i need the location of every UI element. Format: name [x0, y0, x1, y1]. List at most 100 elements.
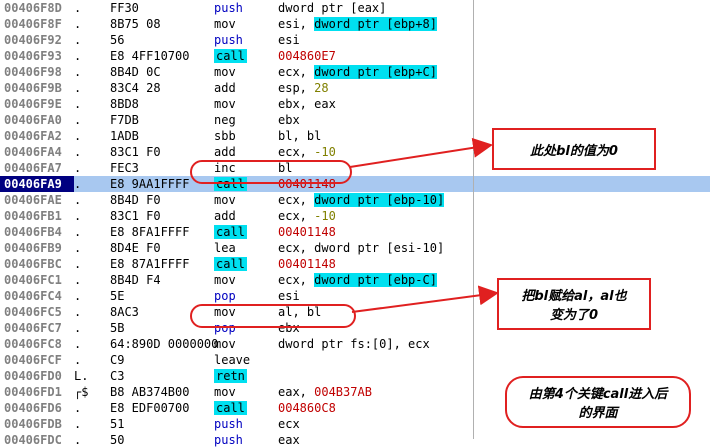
mnemonic-text: mov — [214, 65, 236, 79]
column-divider-ops — [473, 0, 474, 439]
mnemonic-cell: call — [214, 256, 274, 272]
mnemonic-text: lea — [214, 241, 236, 255]
operands-cell: dword ptr fs:[0], ecx — [278, 336, 698, 352]
mnemonic-cell: call — [214, 176, 274, 192]
operand-part: dword ptr fs:[0], ecx — [278, 337, 430, 351]
hexdump-cell: 8B4D F4 — [110, 273, 161, 287]
marker-cell: L. — [74, 369, 89, 383]
operands-cell: ebx, eax — [278, 96, 698, 112]
marker-cell: . — [74, 305, 82, 319]
mnemonic-cell: push — [214, 32, 274, 48]
operand-part: 004860C8 — [278, 401, 336, 415]
hexdump-cell: 83C1 F0 — [110, 145, 161, 159]
address-cell: 00406FA9 — [0, 176, 74, 192]
operand-part: bl, bl — [278, 129, 322, 143]
operand-part: dword ptr [ebp+C] — [314, 65, 437, 79]
marker-cell: . — [74, 145, 82, 159]
mnemonic-cell: call — [214, 224, 274, 240]
marker-cell: . — [74, 337, 82, 351]
operand-part: 00401148 — [278, 257, 336, 271]
mnemonic-cell: mov — [214, 96, 274, 112]
mnemonic-text: mov — [214, 305, 236, 319]
mnemonic-cell: inc — [214, 160, 274, 176]
marker-cell: . — [74, 113, 82, 127]
address-cell: 00406F8F — [4, 17, 62, 31]
annotation-bl-zero: 此处bl的值为0 — [492, 128, 656, 170]
address-cell: 00406FD1 — [4, 385, 62, 399]
mnemonic-text: mov — [214, 17, 236, 31]
operands-cell: al, bl — [278, 304, 698, 320]
address-cell: 00406FBC — [4, 257, 62, 271]
operand-part: ecx, — [278, 65, 315, 79]
address-cell: 00406F93 — [4, 49, 62, 63]
marker-cell: . — [74, 289, 82, 303]
marker-cell: . — [74, 257, 82, 271]
disasm-row[interactable]: 00406FBC. E8 87A1FFFF call 00401148 — [0, 256, 710, 272]
operand-part: -10 — [314, 209, 336, 223]
operands-cell: ecx, dword ptr [ebp+C] — [278, 64, 698, 80]
mnemonic-cell: pop — [214, 320, 274, 336]
operand-part: ecx, dword ptr [esi-10] — [278, 241, 445, 255]
marker-cell: . — [74, 401, 82, 415]
address-cell: 00406FA0 — [4, 113, 62, 127]
hexdump-cell: 5E — [110, 289, 125, 303]
address-cell: 00406FC8 — [4, 337, 62, 351]
address-cell: 00406F92 — [4, 33, 62, 47]
hexdump-cell: 83C4 28 — [110, 81, 161, 95]
mnemonic-text: call — [214, 177, 247, 191]
operands-cell: 00401148 — [278, 256, 698, 272]
marker-cell: . — [74, 33, 82, 47]
operand-part: eax — [278, 433, 300, 447]
operand-part: ecx, — [278, 193, 315, 207]
hexdump-cell: 8B4D 0C — [110, 65, 161, 79]
hexdump-cell: E8 87A1FFFF — [110, 257, 190, 271]
mnemonic-text: mov — [214, 337, 236, 351]
marker-cell: . — [74, 209, 82, 223]
hexdump-cell: F7DB — [110, 113, 139, 127]
hexdump-cell: E8 8FA1FFFF — [110, 225, 190, 239]
operands-cell: eax, 004B37AB — [278, 384, 698, 400]
address-cell: 00406FDB — [4, 417, 62, 431]
operand-part: -10 — [314, 145, 336, 159]
marker-cell: . — [74, 65, 82, 79]
operand-part: ebx, eax — [278, 97, 336, 111]
mnemonic-cell: leave — [214, 352, 274, 368]
address-cell: 00406FA7 — [4, 161, 62, 175]
hexdump-cell: 83C1 F0 — [110, 209, 161, 223]
operand-part: dword ptr [eax] — [278, 1, 387, 15]
operand-part: eax, — [278, 385, 315, 399]
marker-cell: . — [74, 161, 82, 175]
mnemonic-text: add — [214, 145, 236, 159]
mnemonic-text: call — [214, 257, 247, 271]
marker-cell: . — [74, 225, 82, 239]
operands-cell: esi, dword ptr [ebp+8] — [278, 16, 698, 32]
